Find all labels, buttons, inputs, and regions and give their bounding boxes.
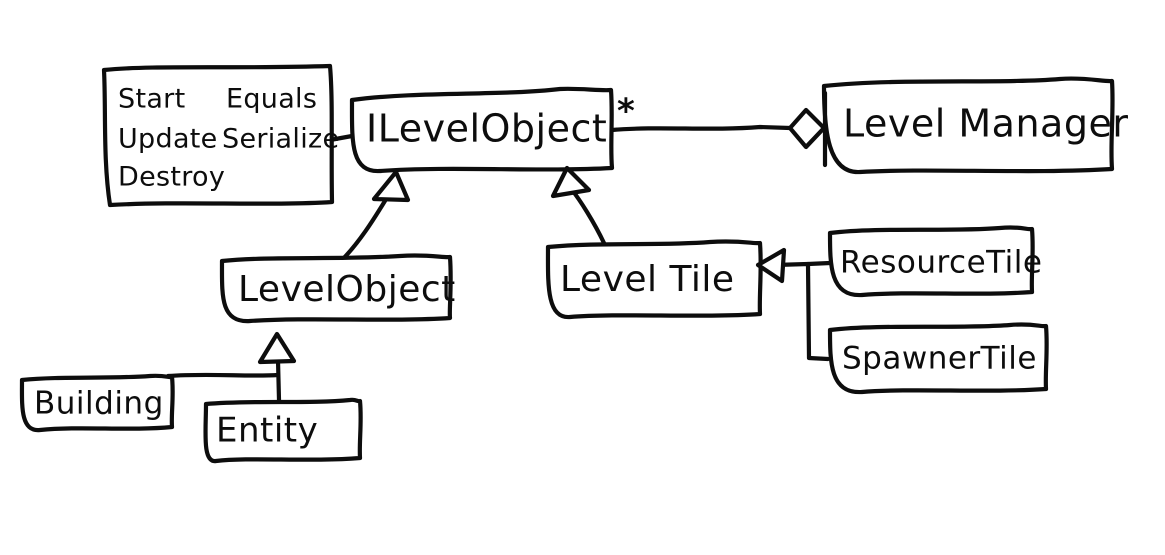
methods-box [101,63,335,208]
lower-generalization-trunk [275,357,282,403]
aggregation-diamond [787,107,827,150]
class-label-spawnertile: SpawnerTile [842,341,1037,377]
leveltile-generalization-line [569,187,607,246]
class-box-building [19,373,175,433]
method-label-serialize: Serialize [222,124,339,155]
building-entity-branch [165,372,281,379]
class-label-building: Building [34,386,164,422]
class-box-levelobject [219,253,453,324]
levelobject-generalization-line [337,193,391,265]
generalization-arrowhead-lower [257,331,297,365]
class-box-levelmanager [821,76,1115,175]
method-label-destroy: Destroy [118,162,225,193]
class-label-resourcetile: ResourceTile [840,245,1042,281]
aggregation-line [609,124,793,133]
method-label-update: Update [118,124,218,155]
class-box-resourcetile [827,225,1035,298]
tiles-generalization-trunk [772,261,831,362]
multiplicity-label: * [617,92,635,132]
resourcetile-branch [805,260,833,267]
class-label-entity: Entity [216,411,318,451]
class-box-spawnertile [827,322,1049,395]
method-label-start: Start [118,84,185,115]
class-label-leveltile: Level Tile [560,259,735,300]
class-box-leveltile [545,239,763,320]
generalization-arrowhead-leveltile [550,165,592,199]
class-label-levelobject: LevelObject [238,269,456,310]
class-label-ilevelobject: ILevelObject [366,107,607,151]
class-label-levelmanager: Level Manager [843,102,1128,146]
class-box-ilevelobject [349,86,615,174]
class-box-entity [203,397,363,464]
generalization-arrowhead-tiles [755,247,787,284]
method-label-equals: Equals [226,84,317,115]
generalization-arrowhead-levelobject [371,169,411,203]
